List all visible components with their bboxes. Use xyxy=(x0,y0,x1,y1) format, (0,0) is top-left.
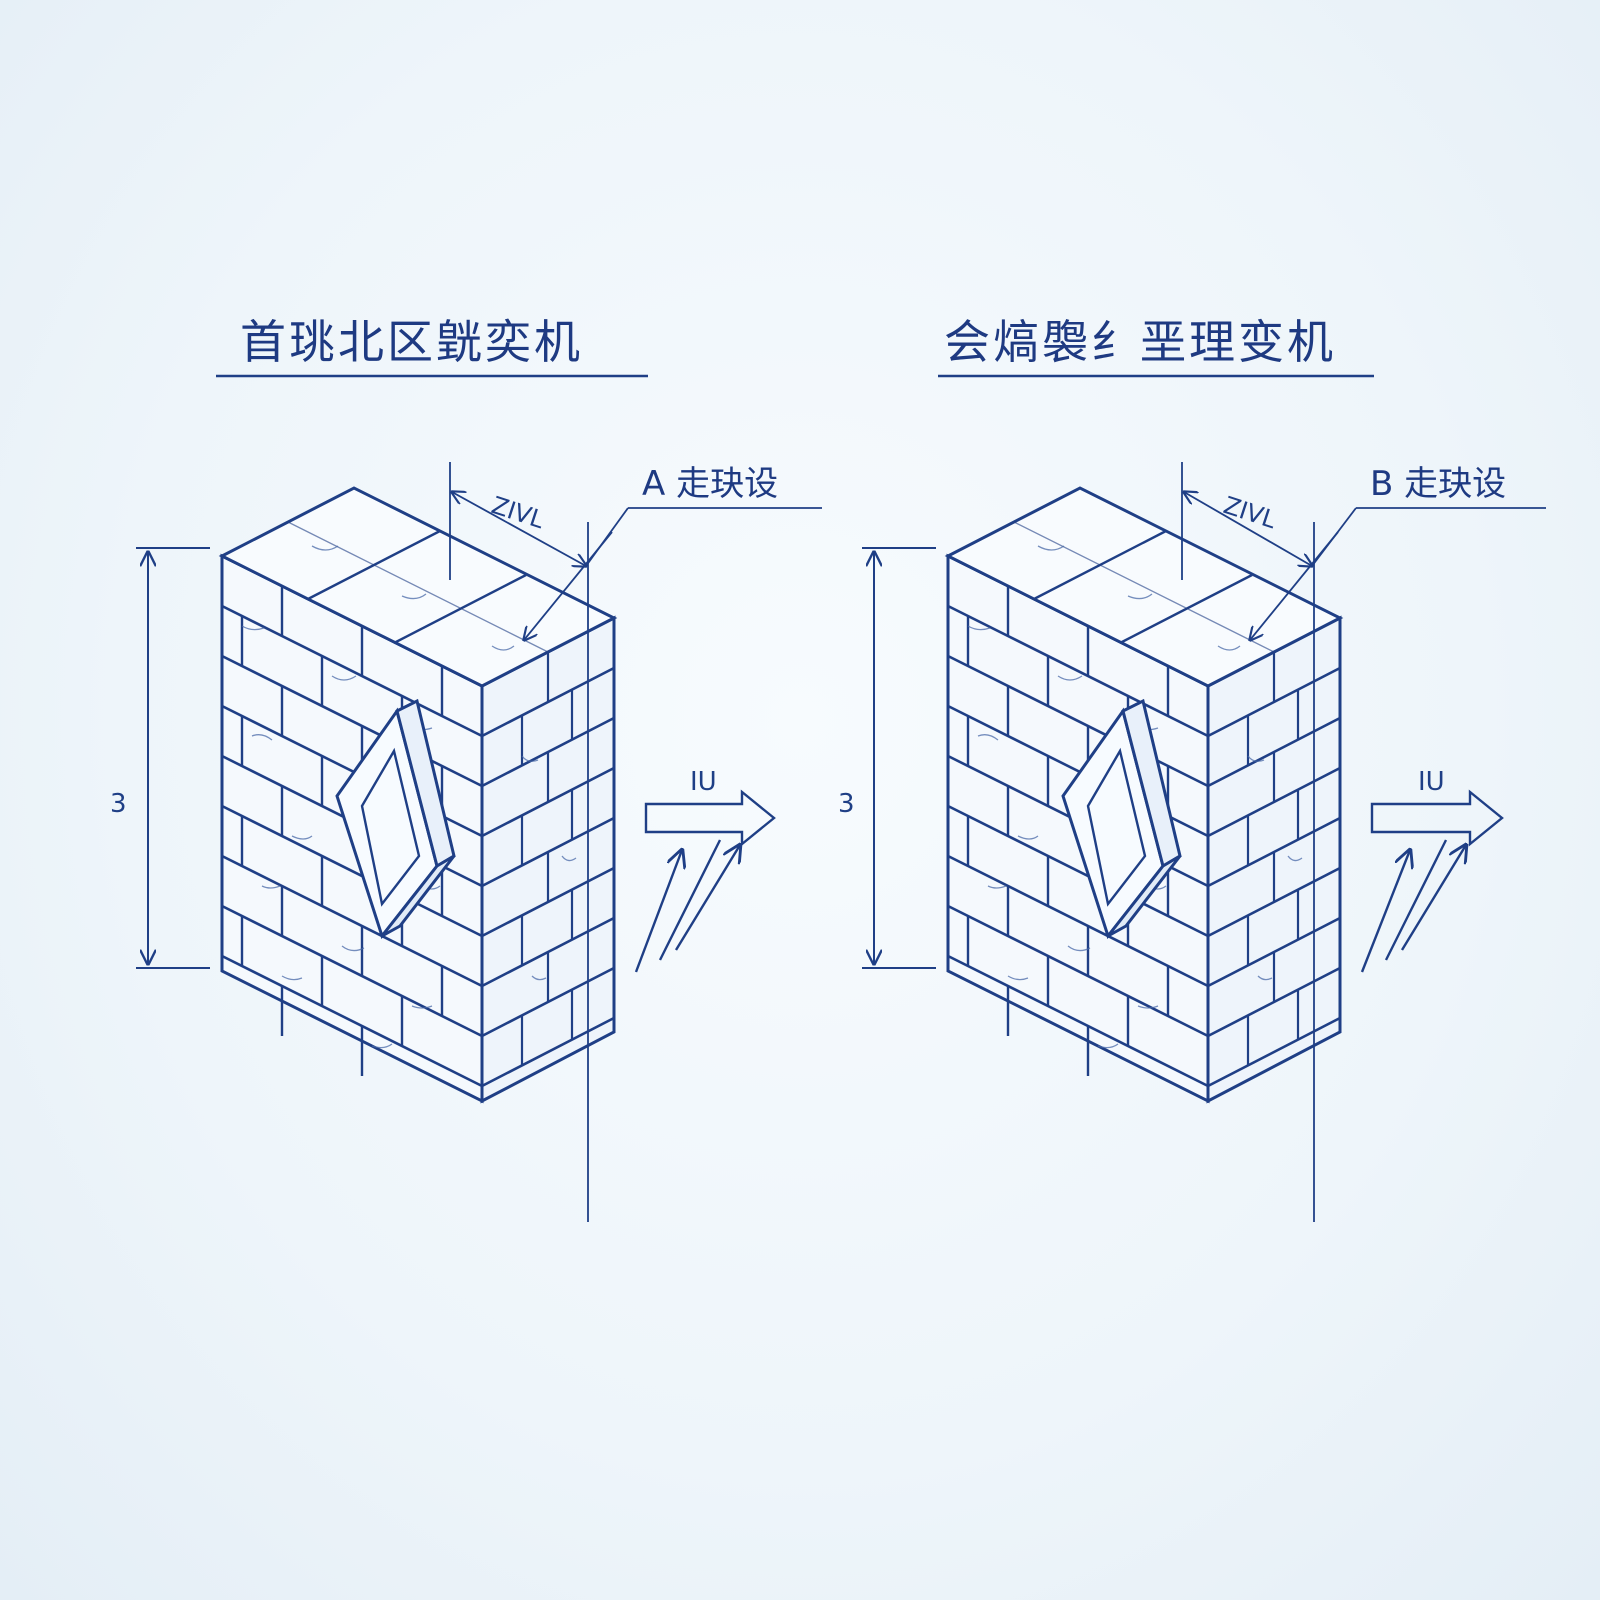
right-dim-top-label: ZIVL xyxy=(1220,491,1280,534)
right-height-label: 3 xyxy=(838,789,855,819)
right-arrow-label: IU xyxy=(1418,767,1445,797)
right-panel-title: 会熇褜纟垩理变机 xyxy=(944,315,1336,369)
right-brick-wall xyxy=(946,486,1342,1103)
left-arrow-label: IU xyxy=(690,767,717,797)
left-height-dimension xyxy=(136,547,210,969)
left-height-label: 3 xyxy=(110,789,127,819)
right-flow-arrow xyxy=(1360,789,1504,973)
right-height-dimension xyxy=(862,547,936,969)
left-top-dimension xyxy=(450,462,822,1222)
right-wall-tag: B 走玦设 xyxy=(1370,464,1507,504)
left-flow-arrow xyxy=(634,789,776,973)
left-wall-tag: A 走玦设 xyxy=(642,464,779,504)
left-panel-title: 首珧北区皝奕机 xyxy=(240,315,583,369)
right-top-dimension xyxy=(1182,462,1546,1222)
left-brick-wall xyxy=(220,486,616,1103)
